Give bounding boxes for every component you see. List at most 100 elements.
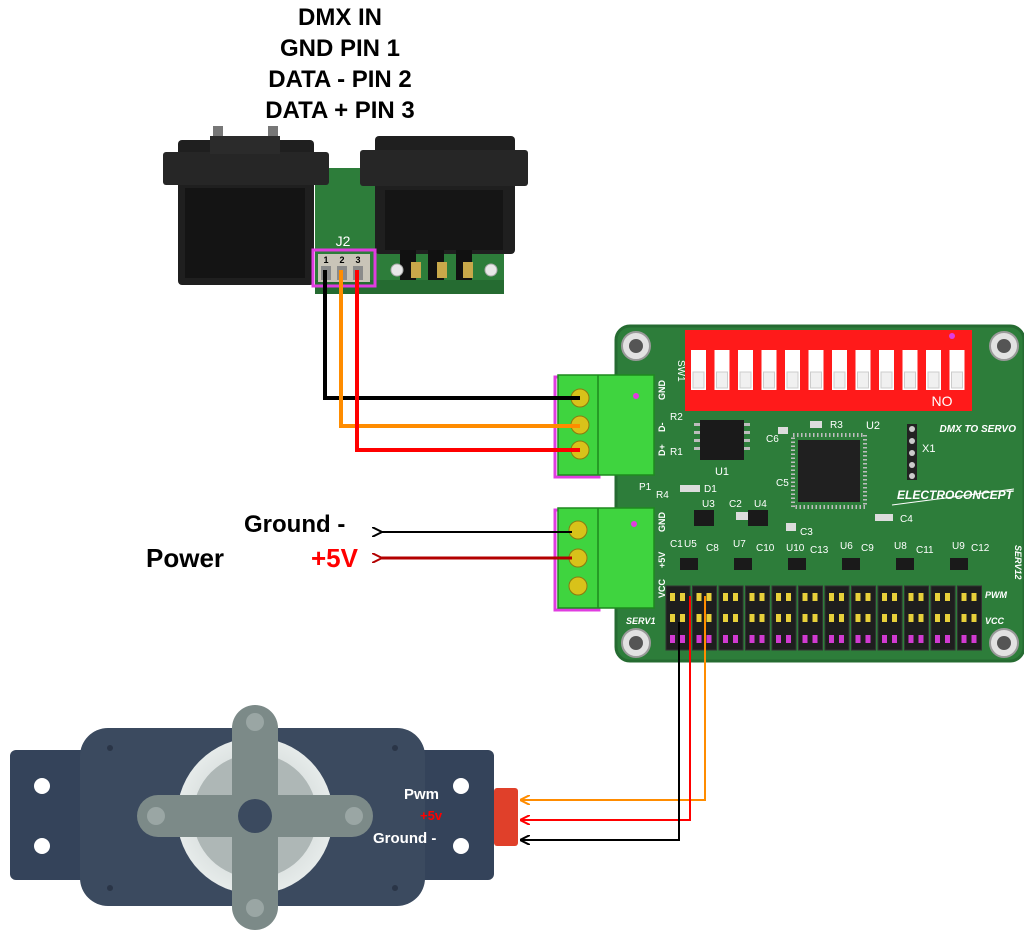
servo-header [824,585,850,651]
servo-ground-label: Ground - [373,830,437,847]
driver-chips [680,558,968,570]
power-ground-label: Ground - [244,511,346,538]
vcc-row-label: VCC [985,616,1005,626]
j2-label: J2 [336,233,351,249]
u5-label: U5 [684,539,697,550]
servo-wire-ground [522,622,680,840]
pwr-gnd-label: GND [657,512,667,533]
dmx-wires [323,270,580,452]
dmx-in-heading: DMX IN [298,4,382,31]
p1-dminus-label: D- [657,423,667,433]
p1-label: P1 [639,482,652,493]
c4-label: C4 [900,514,913,525]
u9-label: U9 [952,541,965,552]
serv12-label: SERV12 [1013,545,1023,580]
dip-toggle [714,350,730,390]
dip-toggle [691,350,706,390]
servo-connector [494,788,518,846]
dmx-connector-board: J2 1 2 3 [163,126,528,294]
dip-toggles [691,350,965,390]
dip-toggle [902,350,918,390]
p1-dplus-label: D+ [657,444,667,456]
servo-header [771,585,797,651]
dip-switch: SW1 NO [675,330,972,411]
power-title: Power [146,543,225,573]
dip-toggle [855,350,871,390]
c6-label: C6 [766,434,779,445]
wire-data-minus [339,270,580,428]
j2-pin1-label: 1 [323,255,328,265]
sw1-label: SW1 [675,360,686,382]
c10-label: C10 [756,543,775,554]
wire-gnd [323,270,580,400]
servo-header [930,585,956,651]
pwr-vcc-label: VCC [657,578,667,598]
driver-chip [950,558,968,570]
u8-label: U8 [894,541,907,552]
c3-label: C3 [800,527,813,538]
xlr-right [360,136,528,280]
u2-label: U2 [866,420,880,432]
u3-label: U3 [702,499,715,510]
servo-motor [10,705,518,930]
r4-label: R4 [656,490,669,501]
r2-label: R2 [670,412,683,423]
j2-pin3-label: 3 [355,255,360,265]
c5-label: C5 [776,478,789,489]
servo-pwm-label: Pwm [404,786,440,803]
x1-header: X1 [907,424,935,480]
servo-header [957,585,982,651]
dip-toggle [832,350,847,390]
driver-chip [680,558,698,570]
serv1-label: SERV1 [626,616,656,626]
j2-pin2-label: 2 [339,255,344,265]
driver-chip [842,558,860,570]
dip-toggle [879,350,894,390]
u4-label: U4 [754,499,767,510]
u1-label: U1 [715,466,729,478]
driver-chip [788,558,806,570]
dip-toggle [761,350,777,390]
c13-label: C13 [810,545,829,556]
c11-label: C11 [916,545,934,556]
c9-label: C9 [861,543,874,554]
r1-label: R1 [670,447,683,458]
dip-toggle [926,350,941,390]
u1-chip: U1 [694,420,750,478]
u10-label: U10 [786,543,805,554]
servo-wire-pwm [522,596,706,800]
u7-label: U7 [733,539,746,550]
servo-plus-label: +5v [420,808,443,823]
xlr-left [163,126,329,285]
driver-chip [896,558,914,570]
data-minus-heading: DATA - PIN 2 [268,66,412,93]
c1-label: C1 [670,539,683,550]
data-plus-heading: DATA + PIN 3 [265,97,415,124]
switch-no-label: NO [932,393,953,409]
c12-label: C12 [971,543,990,554]
d1-label: D1 [704,484,717,495]
x1-label: X1 [922,443,935,455]
c2-label: C2 [729,499,742,510]
dip-toggle [808,350,824,390]
servo-header [665,585,691,651]
dip-toggle [785,350,800,390]
servo-header [745,585,770,651]
servo-header [877,585,903,651]
servo-wires [522,596,706,840]
servo-wire-plus [522,596,691,820]
pwr-5v-label: +5V [657,552,667,568]
servo-header [718,585,744,651]
r3-label: R3 [830,420,843,431]
power-terminal-block [553,507,655,612]
board-brand: ELECTROCONCEPT [897,488,1015,502]
servo-header-row [665,585,982,651]
main-pcb: SW1 NO DMX TO SERVO ELECTROCONCEPT U1 U2 [614,324,1024,663]
power-plus-label: +5V [311,543,358,573]
pwm-row-label: PWM [985,590,1007,600]
gnd-pin-heading: GND PIN 1 [279,35,401,62]
p1-gnd-label: GND [657,380,667,401]
board-title: DMX TO SERVO [940,424,1017,435]
servo-header [904,585,929,651]
